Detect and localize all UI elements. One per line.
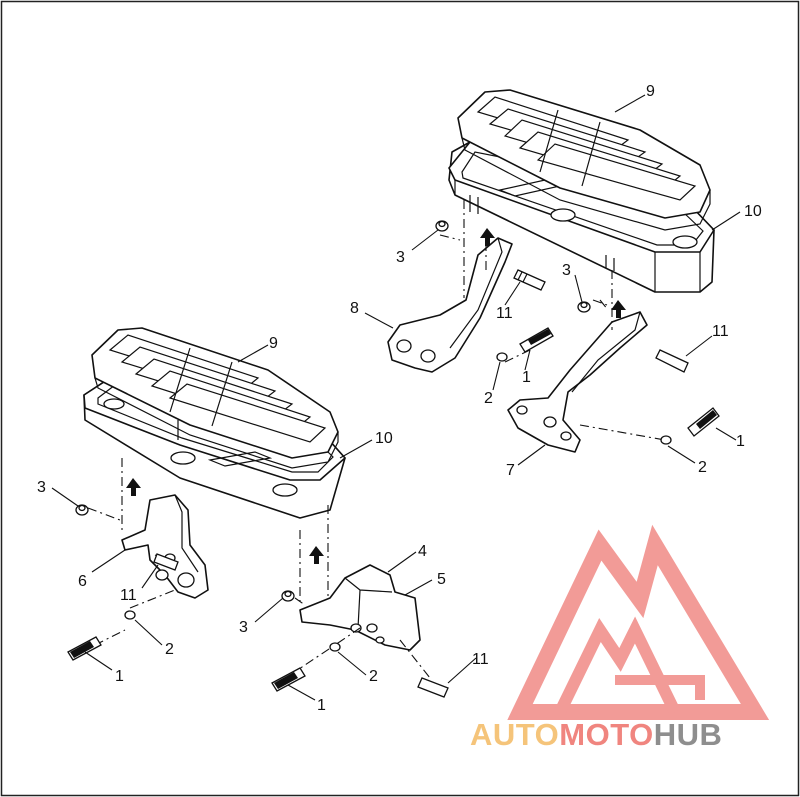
- logo-g-mark-icon: [615, 675, 705, 700]
- rubber-pad-lower: [91, 327, 339, 469]
- callout-3: 3: [37, 479, 46, 496]
- callout-6: 6: [78, 573, 87, 590]
- direction-arrow-icon: [611, 300, 626, 318]
- callout-11: 11: [120, 587, 137, 604]
- stud-lower-b: [417, 677, 449, 698]
- callout-1: 1: [736, 433, 745, 450]
- rubber-pad-upper: [457, 89, 711, 231]
- callout-11: 11: [496, 305, 513, 322]
- lower-footboard-assembly: [67, 327, 449, 698]
- leader-lines: [51, 94, 741, 701]
- automotohub-logo: [507, 524, 770, 720]
- callout-11: 11: [712, 323, 729, 340]
- nut-upper-right: [577, 301, 591, 313]
- washer-lower-a: [124, 610, 136, 620]
- washer-upper-a: [496, 352, 508, 362]
- direction-arrow-icon: [126, 478, 141, 496]
- callout-labels: 9 10 3 3 8 11 11 1 2 1 2 7 9 10 3 6 11 2…: [37, 83, 762, 714]
- direction-arrow-icon: [309, 546, 324, 564]
- callout-1: 1: [115, 668, 124, 685]
- washer-lower-b: [329, 642, 341, 652]
- callout-2: 2: [369, 668, 378, 685]
- bracket-7: [507, 311, 648, 453]
- callout-9: 9: [646, 83, 655, 100]
- callout-11: 11: [472, 651, 489, 668]
- brand-word-hub: HUB: [654, 717, 723, 752]
- bolt-upper-b: [687, 407, 720, 437]
- callout-3: 3: [396, 249, 405, 266]
- brand-word-auto: AUTO: [470, 717, 559, 752]
- upper-footboard-assembly: [387, 89, 720, 453]
- callout-10: 10: [744, 203, 762, 220]
- bracket-4-5: [299, 564, 421, 651]
- bolt-lower-a: [67, 636, 102, 661]
- callout-5: 5: [437, 571, 446, 588]
- direction-arrow-icon: [480, 228, 495, 246]
- callout-2: 2: [484, 390, 493, 407]
- callout-3: 3: [239, 619, 248, 636]
- nut-lower-right: [281, 590, 295, 602]
- stud-upper-a: [513, 269, 546, 291]
- nut-lower-left: [75, 504, 89, 516]
- washer-upper-b: [660, 435, 672, 445]
- callout-2: 2: [165, 641, 174, 658]
- stud-lower-a: [153, 553, 179, 571]
- callout-2: 2: [698, 459, 707, 476]
- logo-triangle-icon: [507, 524, 770, 720]
- logo-inner-mark-icon: [554, 616, 681, 715]
- nut-upper-left: [435, 220, 449, 232]
- callout-4: 4: [418, 543, 427, 560]
- callout-8: 8: [350, 300, 359, 317]
- callout-3: 3: [562, 262, 571, 279]
- bolt-upper-a: [519, 327, 554, 353]
- bolt-lower-b: [271, 667, 306, 692]
- stud-upper-b: [655, 349, 689, 373]
- callout-10: 10: [375, 430, 393, 447]
- callout-7: 7: [506, 462, 515, 479]
- callout-9: 9: [269, 335, 278, 352]
- bracket-8: [387, 237, 513, 373]
- callout-1: 1: [522, 369, 531, 386]
- brand-wordmark: AUTOMOTOHUB: [470, 717, 722, 752]
- callout-1: 1: [317, 697, 326, 714]
- brand-word-moto: MOTO: [559, 717, 653, 752]
